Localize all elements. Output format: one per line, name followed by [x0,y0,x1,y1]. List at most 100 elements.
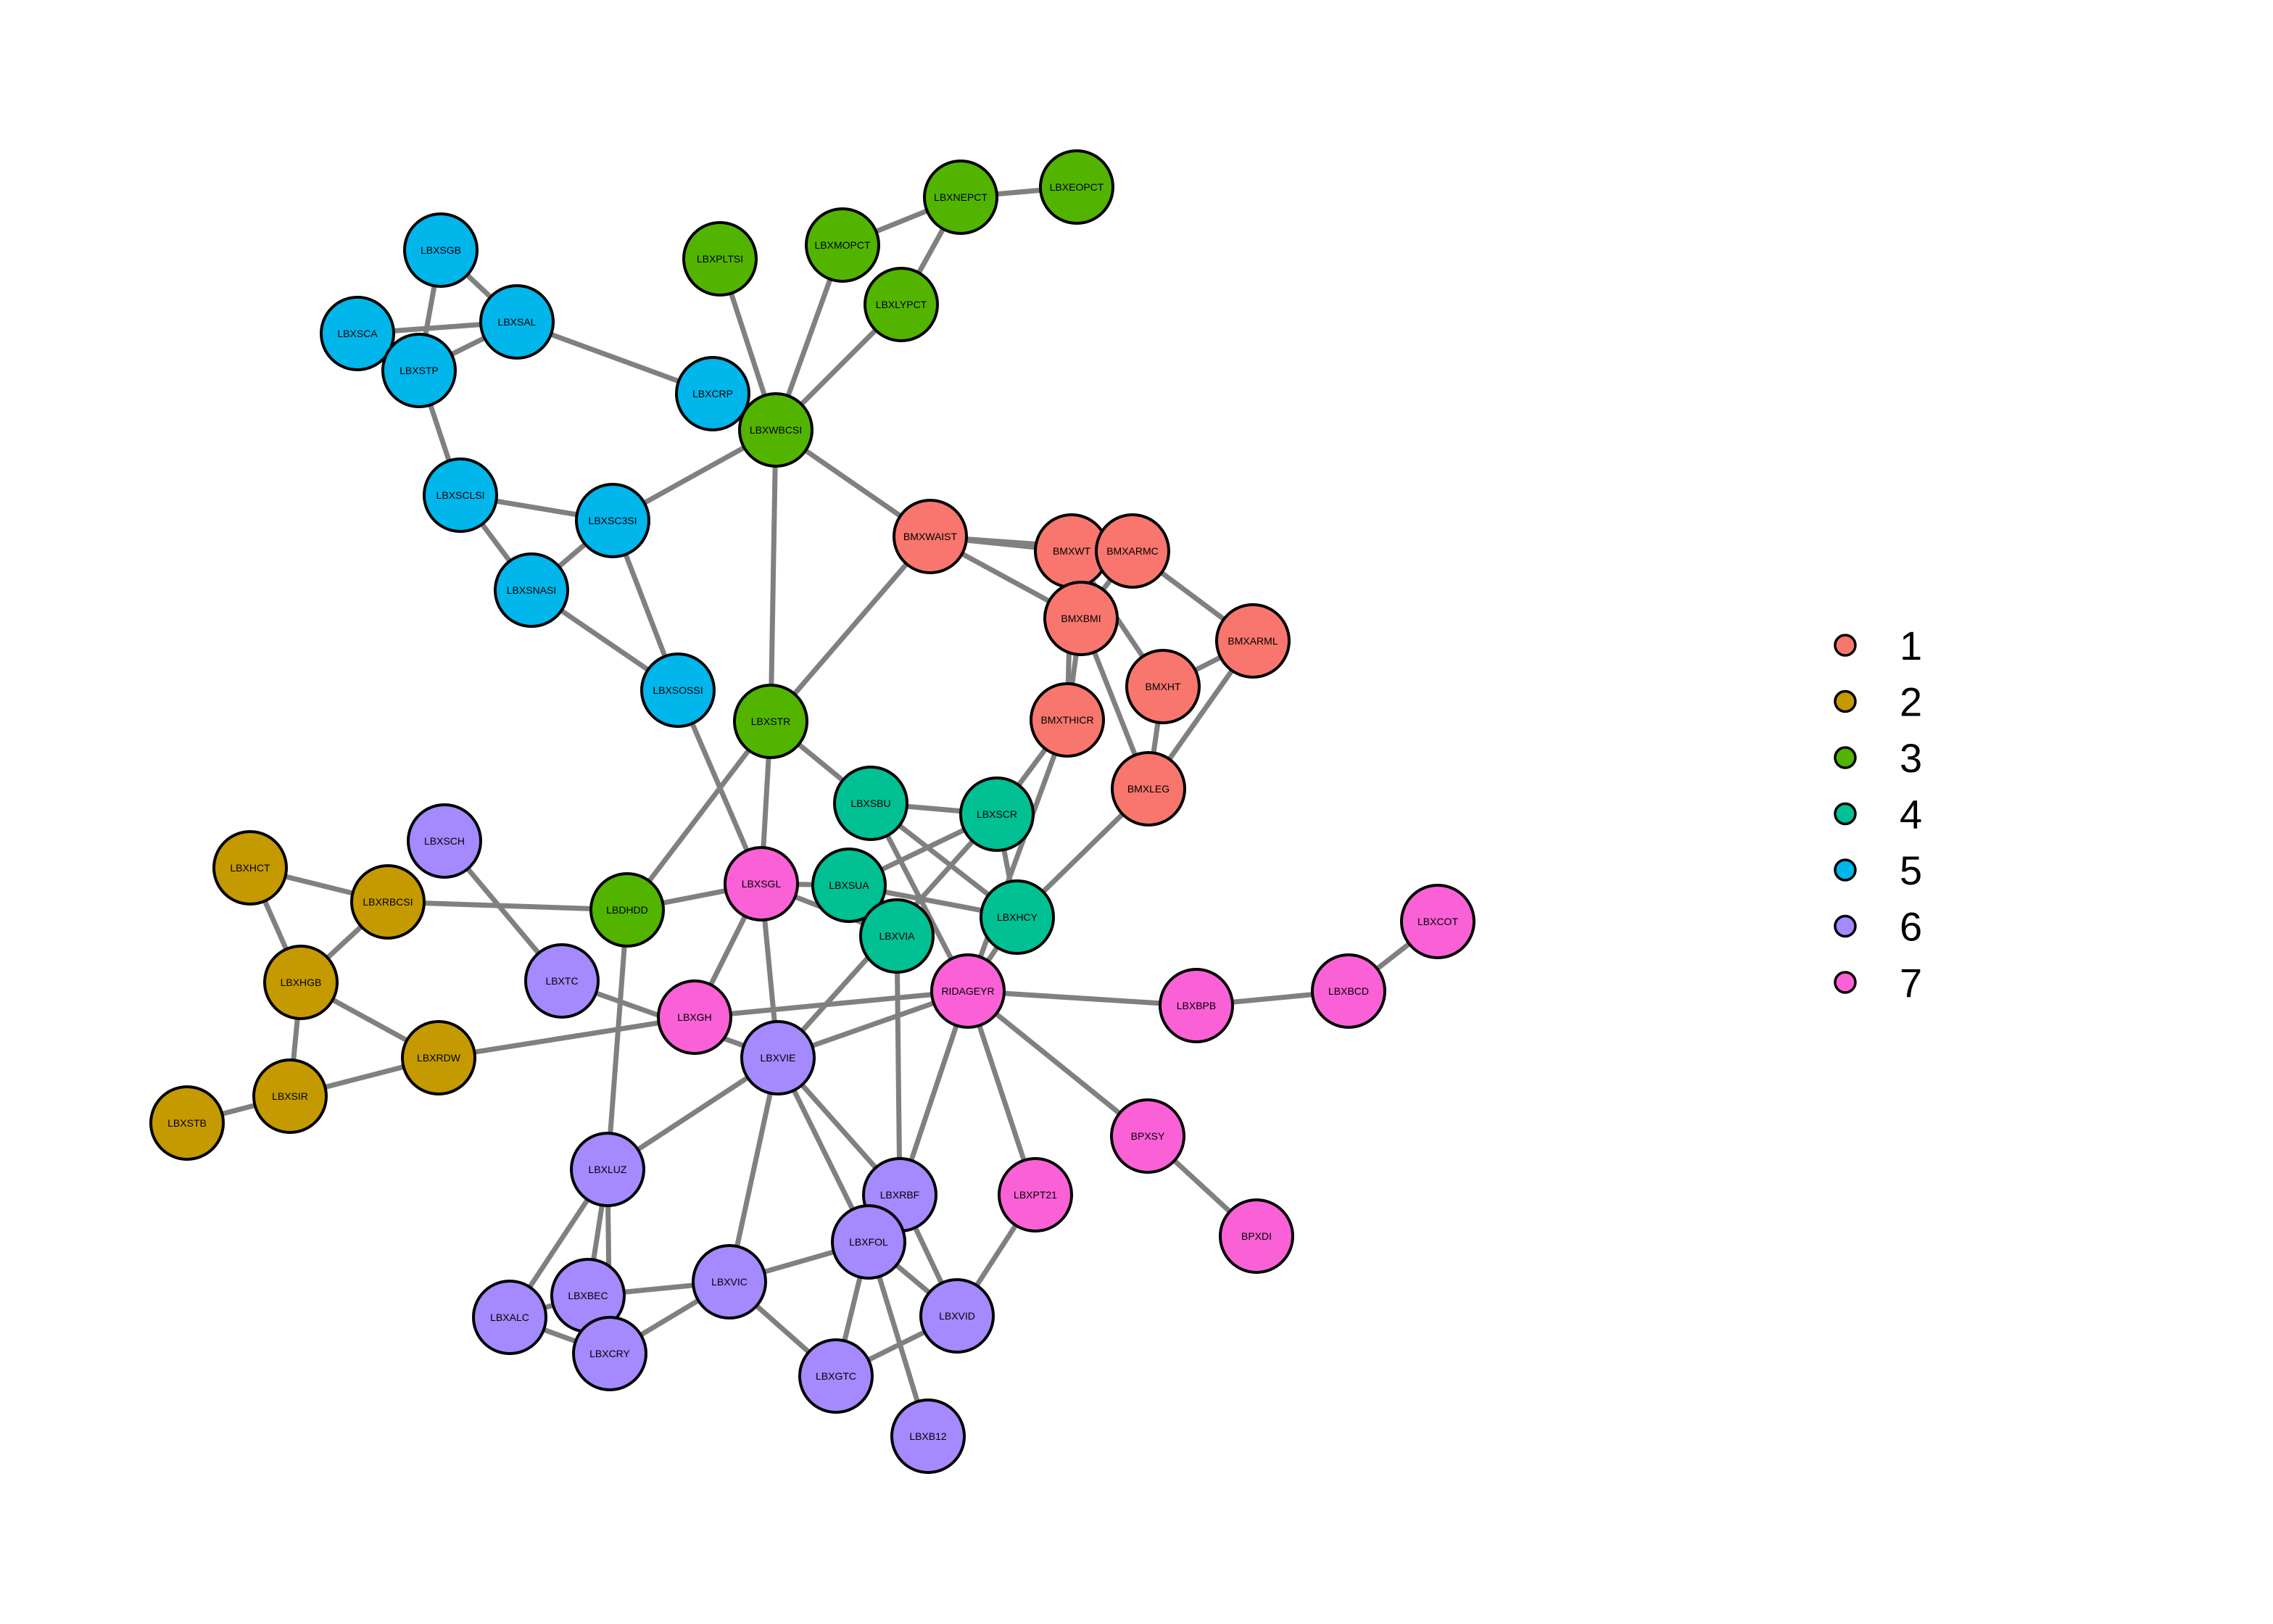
node-circle [740,1020,816,1095]
node-bmxbmi: BMXBMI [1043,581,1119,656]
node-label: LBXNEPCT [934,191,988,203]
node-lbxsclsi: LBXSCLSI [423,457,498,533]
node-lbxvia: LBXVIA [859,898,935,974]
node-circle [733,684,808,759]
node-lbxcrp: LBXCRP [675,356,750,431]
node-circle [1219,1198,1294,1274]
node-lbxrbcsi: LBXRBCSI [350,864,426,940]
node-label: BMXBMI [1061,613,1101,624]
node-lbxsnasi: LBXSNASI [494,552,569,628]
node-circle [890,1399,966,1474]
node-label: LBXSGB [421,244,461,256]
node-label: LBXRBF [880,1189,919,1201]
node-circle [1159,968,1234,1043]
node-label: LBXVIE [760,1052,795,1064]
node-label: LBXSTR [751,716,790,727]
node-label: LBXSCLSI [436,489,485,501]
edge-lbxrbcsi-lbdhdd [385,899,630,913]
node-label: LBXLUZ [589,1164,627,1175]
node-label: LBDHDD [606,904,648,916]
node-circle [692,1244,767,1320]
node-label: RIDAGEYR [941,985,994,997]
node-circle [864,267,939,342]
node-label: LBXCOT [1417,916,1458,927]
node-lbxscr: LBXSCR [959,776,1035,852]
node-circle [805,207,880,283]
node-circle [1400,884,1475,959]
node-lbxfol: LBXFOL [831,1204,906,1280]
node-label: LBXSCH [424,835,465,847]
node-circle [1111,751,1186,826]
node-lbxvie: LBXVIE [740,1020,816,1095]
node-lbxsgb: LBXSGB [403,212,479,288]
node-label: BMXWAIST [903,531,958,542]
node-label: LBXBEC [568,1290,608,1301]
node-bmxthicr: BMXTHICR [1030,682,1105,758]
node-lbxlypct: LBXLYPCT [864,267,939,342]
legend-item-6: 6 [1834,904,1922,950]
legend-label: 5 [1900,848,1922,893]
node-circle [252,1058,328,1134]
node-circle [570,1132,645,1207]
node-label: LBXBPB [1177,1000,1216,1011]
node-label: LBXSOSSI [653,684,703,696]
node-label: LBXVIA [879,930,915,942]
node-label: LBXSUA [829,879,869,891]
node-circle [738,392,813,468]
legend-label: 4 [1900,792,1922,837]
node-circle [919,1278,995,1354]
node-lbxgtc: LBXGTC [798,1338,874,1414]
legend-label: 3 [1900,735,1922,781]
node-circle [1030,682,1105,758]
node-circle [472,1280,547,1355]
node-lbxcry: LBXCRY [572,1316,647,1391]
legend-swatch [1834,746,1857,769]
node-circle [575,483,650,558]
node-circle [479,284,555,360]
node-lbxrdw: LBXRDW [401,1020,476,1095]
node-label: LBXALC [490,1312,529,1323]
node-label: LBXGH [677,1011,711,1023]
node-label: LBXWBCSI [750,424,802,436]
node-circle [930,953,1006,1029]
edge-lbdhdd-lbxluz [605,907,630,1172]
node-circle [959,776,1035,852]
node-lbxalc: LBXALC [472,1280,547,1355]
node-label: LBXSC3SI [589,515,637,526]
node-circle [1043,581,1119,656]
legend-item-5: 5 [1834,848,1922,893]
node-label: LBXSIR [272,1090,308,1102]
legend-item-3: 3 [1834,735,1922,781]
node-label: LBXCRY [589,1348,630,1359]
node-circle [1039,149,1114,225]
node-lbxbpb: LBXBPB [1159,968,1234,1043]
edge-lbxvie-lbxvic [726,1055,781,1285]
node-lbxpt21: LBXPT21 [998,1157,1073,1232]
node-lbdhdd: LBDHDD [589,872,665,948]
node-circle [403,212,479,288]
legend-item-2: 2 [1834,679,1922,725]
legend-swatch [1834,914,1857,938]
node-lbxvid: LBXVID [919,1278,995,1354]
node-label: LBXBCD [1328,985,1369,997]
node-lbxgh: LBXGH [657,979,732,1055]
node-circle [263,945,339,1020]
node-circle [320,296,395,371]
node-lbxsca: LBXSCA [320,296,395,371]
node-lbxhcy: LBXHCY [980,879,1055,955]
legend-label: 1 [1900,623,1922,668]
node-circle [1311,953,1386,1029]
legend-swatch [1834,858,1857,882]
legend-swatch [1834,634,1857,657]
edge-lbxwbcsi-lbxstr [768,427,779,724]
node-lbxsc3si: LBXSC3SI [575,483,650,558]
node-circle [350,864,426,940]
node-circle [494,552,569,628]
node-lbxsch: LBXSCH [407,803,482,879]
node-bmxarml: BMXARML [1215,603,1291,679]
node-bmxht: BMXHT [1125,649,1201,724]
legend-label: 6 [1900,904,1922,950]
node-label: LBXRDW [417,1052,461,1064]
